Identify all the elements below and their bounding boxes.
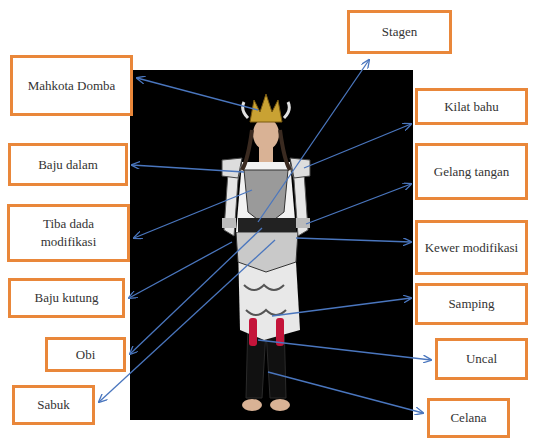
- waist-band: [238, 218, 296, 232]
- face: [253, 118, 279, 150]
- leader-line: [132, 165, 244, 172]
- label-box: Celana: [427, 398, 510, 438]
- photo-background: [130, 70, 413, 420]
- label-box: Stagen: [347, 10, 452, 54]
- bodice: [236, 162, 296, 232]
- label-text: Celana: [450, 409, 486, 427]
- label-text: Gelang tangan: [434, 163, 509, 181]
- label-text: Sabuk: [37, 396, 70, 414]
- hair: [242, 130, 290, 170]
- leader-line: [99, 240, 275, 402]
- label-box: Kilat bahu: [415, 88, 528, 125]
- label-text: Stagen: [382, 23, 417, 41]
- leader-line: [268, 372, 423, 413]
- label-text: Samping: [448, 295, 494, 313]
- label-box: Baju dalam: [8, 143, 128, 186]
- label-text: Baju kutung: [35, 289, 99, 307]
- label-text: Uncal: [466, 350, 497, 368]
- label-box: Sabuk: [12, 385, 95, 425]
- leader-line: [137, 78, 258, 110]
- label-text: Kilat bahu: [444, 98, 499, 116]
- leader-line: [306, 184, 411, 224]
- label-box: Kewer modifikasi: [415, 220, 528, 275]
- tiba-dada: [244, 170, 288, 226]
- leader-line: [134, 190, 252, 238]
- label-text: Baju dalam: [38, 156, 98, 174]
- label-box: Baju kutung: [8, 278, 125, 318]
- label-box: Mahkota Domba: [10, 55, 133, 116]
- label-box: Samping: [415, 283, 528, 325]
- leader-line: [130, 228, 262, 354]
- leader-line: [258, 340, 431, 360]
- crown-horn: [243, 102, 290, 118]
- label-text: Tiba dada modifikasi: [15, 215, 122, 250]
- leader-line: [296, 238, 411, 242]
- leader-line: [258, 60, 369, 222]
- leader-lines: [99, 60, 431, 413]
- label-text: Kewer modifikasi: [425, 239, 519, 257]
- leader-line: [129, 242, 232, 298]
- bracelet: [222, 218, 236, 228]
- label-text: Obi: [76, 346, 96, 364]
- foot: [270, 399, 290, 411]
- leader-line: [304, 124, 411, 168]
- mahkota-domba: [250, 94, 282, 122]
- label-box: Tiba dada modifikasi: [7, 204, 130, 262]
- label-text: Mahkota Domba: [28, 77, 116, 95]
- uncal-tassel: [249, 318, 257, 346]
- label-box: Obi: [45, 337, 126, 372]
- foot: [242, 399, 262, 411]
- label-box: Gelang tangan: [415, 143, 528, 200]
- label-box: Uncal: [435, 338, 528, 380]
- kewer: [236, 232, 298, 272]
- leader-line: [272, 298, 411, 316]
